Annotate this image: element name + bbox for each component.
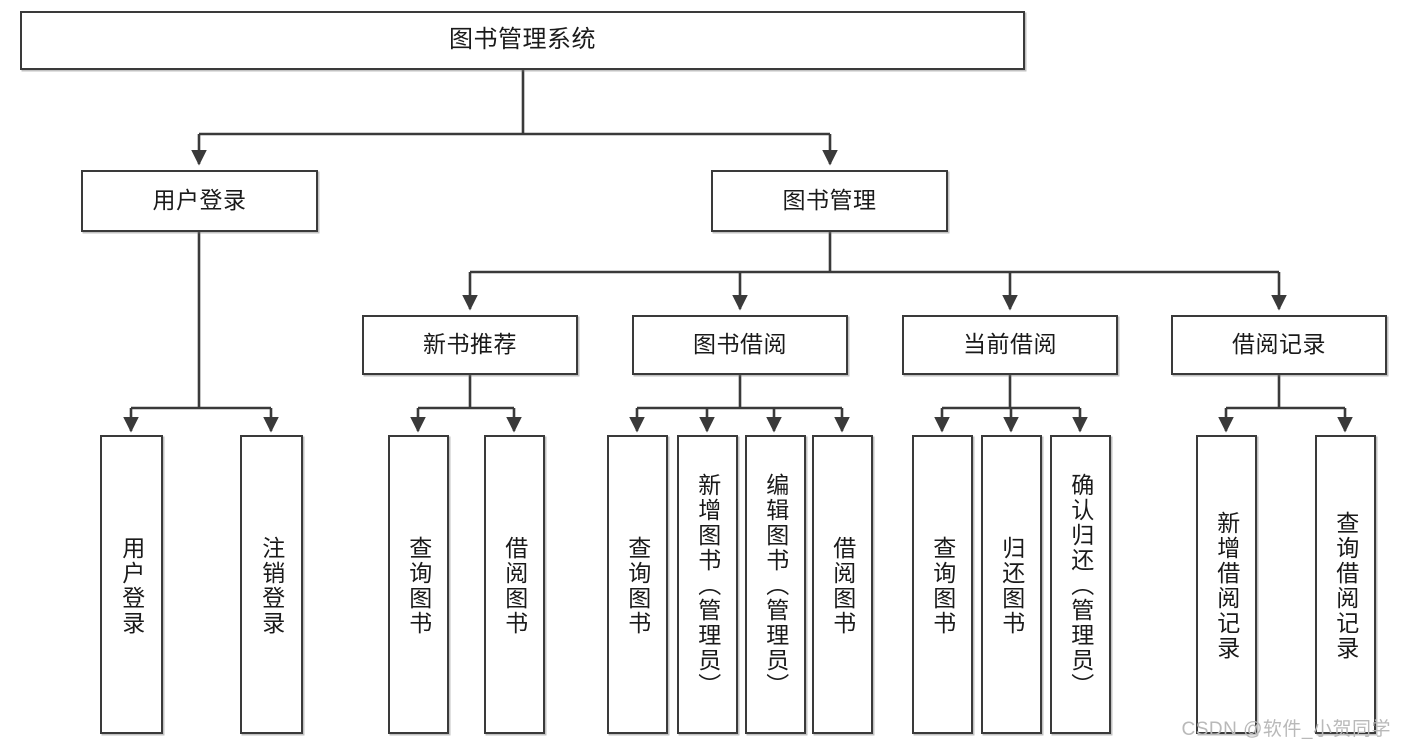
- node-label: 新书推荐: [423, 331, 517, 358]
- leaf-book-borrow-borrow-book[interactable]: 借阅图书: [812, 435, 873, 734]
- node-label: 查询图书: [929, 535, 956, 636]
- node-borrow-record[interactable]: 借阅记录: [1171, 315, 1387, 375]
- node-label: 用户登录: [152, 187, 247, 214]
- leaf-new-book-query-book[interactable]: 查询图书: [388, 435, 449, 734]
- node-label: 归还图书: [998, 535, 1025, 636]
- node-label: 查询图书: [624, 535, 651, 636]
- node-label: 借阅图书: [501, 535, 528, 636]
- leaf-book-borrow-add-book-admin[interactable]: 新增图书（管理员）: [677, 435, 738, 734]
- leaf-current-borrow-confirm-return-admin[interactable]: 确认归还（管理员）: [1050, 435, 1111, 734]
- leaf-user-login-logout[interactable]: 注销登录: [240, 435, 303, 734]
- leaf-new-book-borrow-book[interactable]: 借阅图书: [484, 435, 545, 734]
- node-book-management[interactable]: 图书管理: [711, 170, 948, 232]
- node-book-borrow[interactable]: 图书借阅: [632, 315, 848, 375]
- node-label: 编辑图书（管理员）: [762, 473, 789, 698]
- node-root-library-management-system[interactable]: 图书管理系统: [20, 11, 1025, 70]
- node-label: 图书管理: [782, 187, 877, 214]
- node-label: 新增借阅记录: [1213, 510, 1240, 661]
- node-label: 查询借阅记录: [1332, 510, 1359, 661]
- leaf-book-borrow-query-book[interactable]: 查询图书: [607, 435, 668, 734]
- node-current-borrow[interactable]: 当前借阅: [902, 315, 1118, 375]
- node-label: 借阅图书: [829, 535, 856, 636]
- node-label: 借阅记录: [1232, 331, 1326, 358]
- node-label: 图书借阅: [693, 331, 787, 358]
- leaf-current-borrow-query-book[interactable]: 查询图书: [912, 435, 973, 734]
- node-label: 当前借阅: [963, 331, 1057, 358]
- node-label: 图书管理系统: [449, 26, 596, 54]
- node-label: 查询图书: [405, 535, 432, 636]
- node-label: 新增图书（管理员）: [694, 473, 721, 698]
- node-label: 确认归还（管理员）: [1067, 473, 1094, 698]
- leaf-book-borrow-edit-book-admin[interactable]: 编辑图书（管理员）: [745, 435, 806, 734]
- leaf-borrow-record-query-record[interactable]: 查询借阅记录: [1315, 435, 1376, 734]
- node-user-login[interactable]: 用户登录: [81, 170, 318, 232]
- node-label: 注销登录: [258, 535, 285, 636]
- node-new-book-recommend[interactable]: 新书推荐: [362, 315, 578, 375]
- leaf-current-borrow-return-book[interactable]: 归还图书: [981, 435, 1042, 734]
- node-label: 用户登录: [118, 535, 145, 636]
- leaf-borrow-record-add-record[interactable]: 新增借阅记录: [1196, 435, 1257, 734]
- leaf-user-login-login[interactable]: 用户登录: [100, 435, 163, 734]
- watermark-text: CSDN @软件_小贺同学: [1181, 719, 1391, 740]
